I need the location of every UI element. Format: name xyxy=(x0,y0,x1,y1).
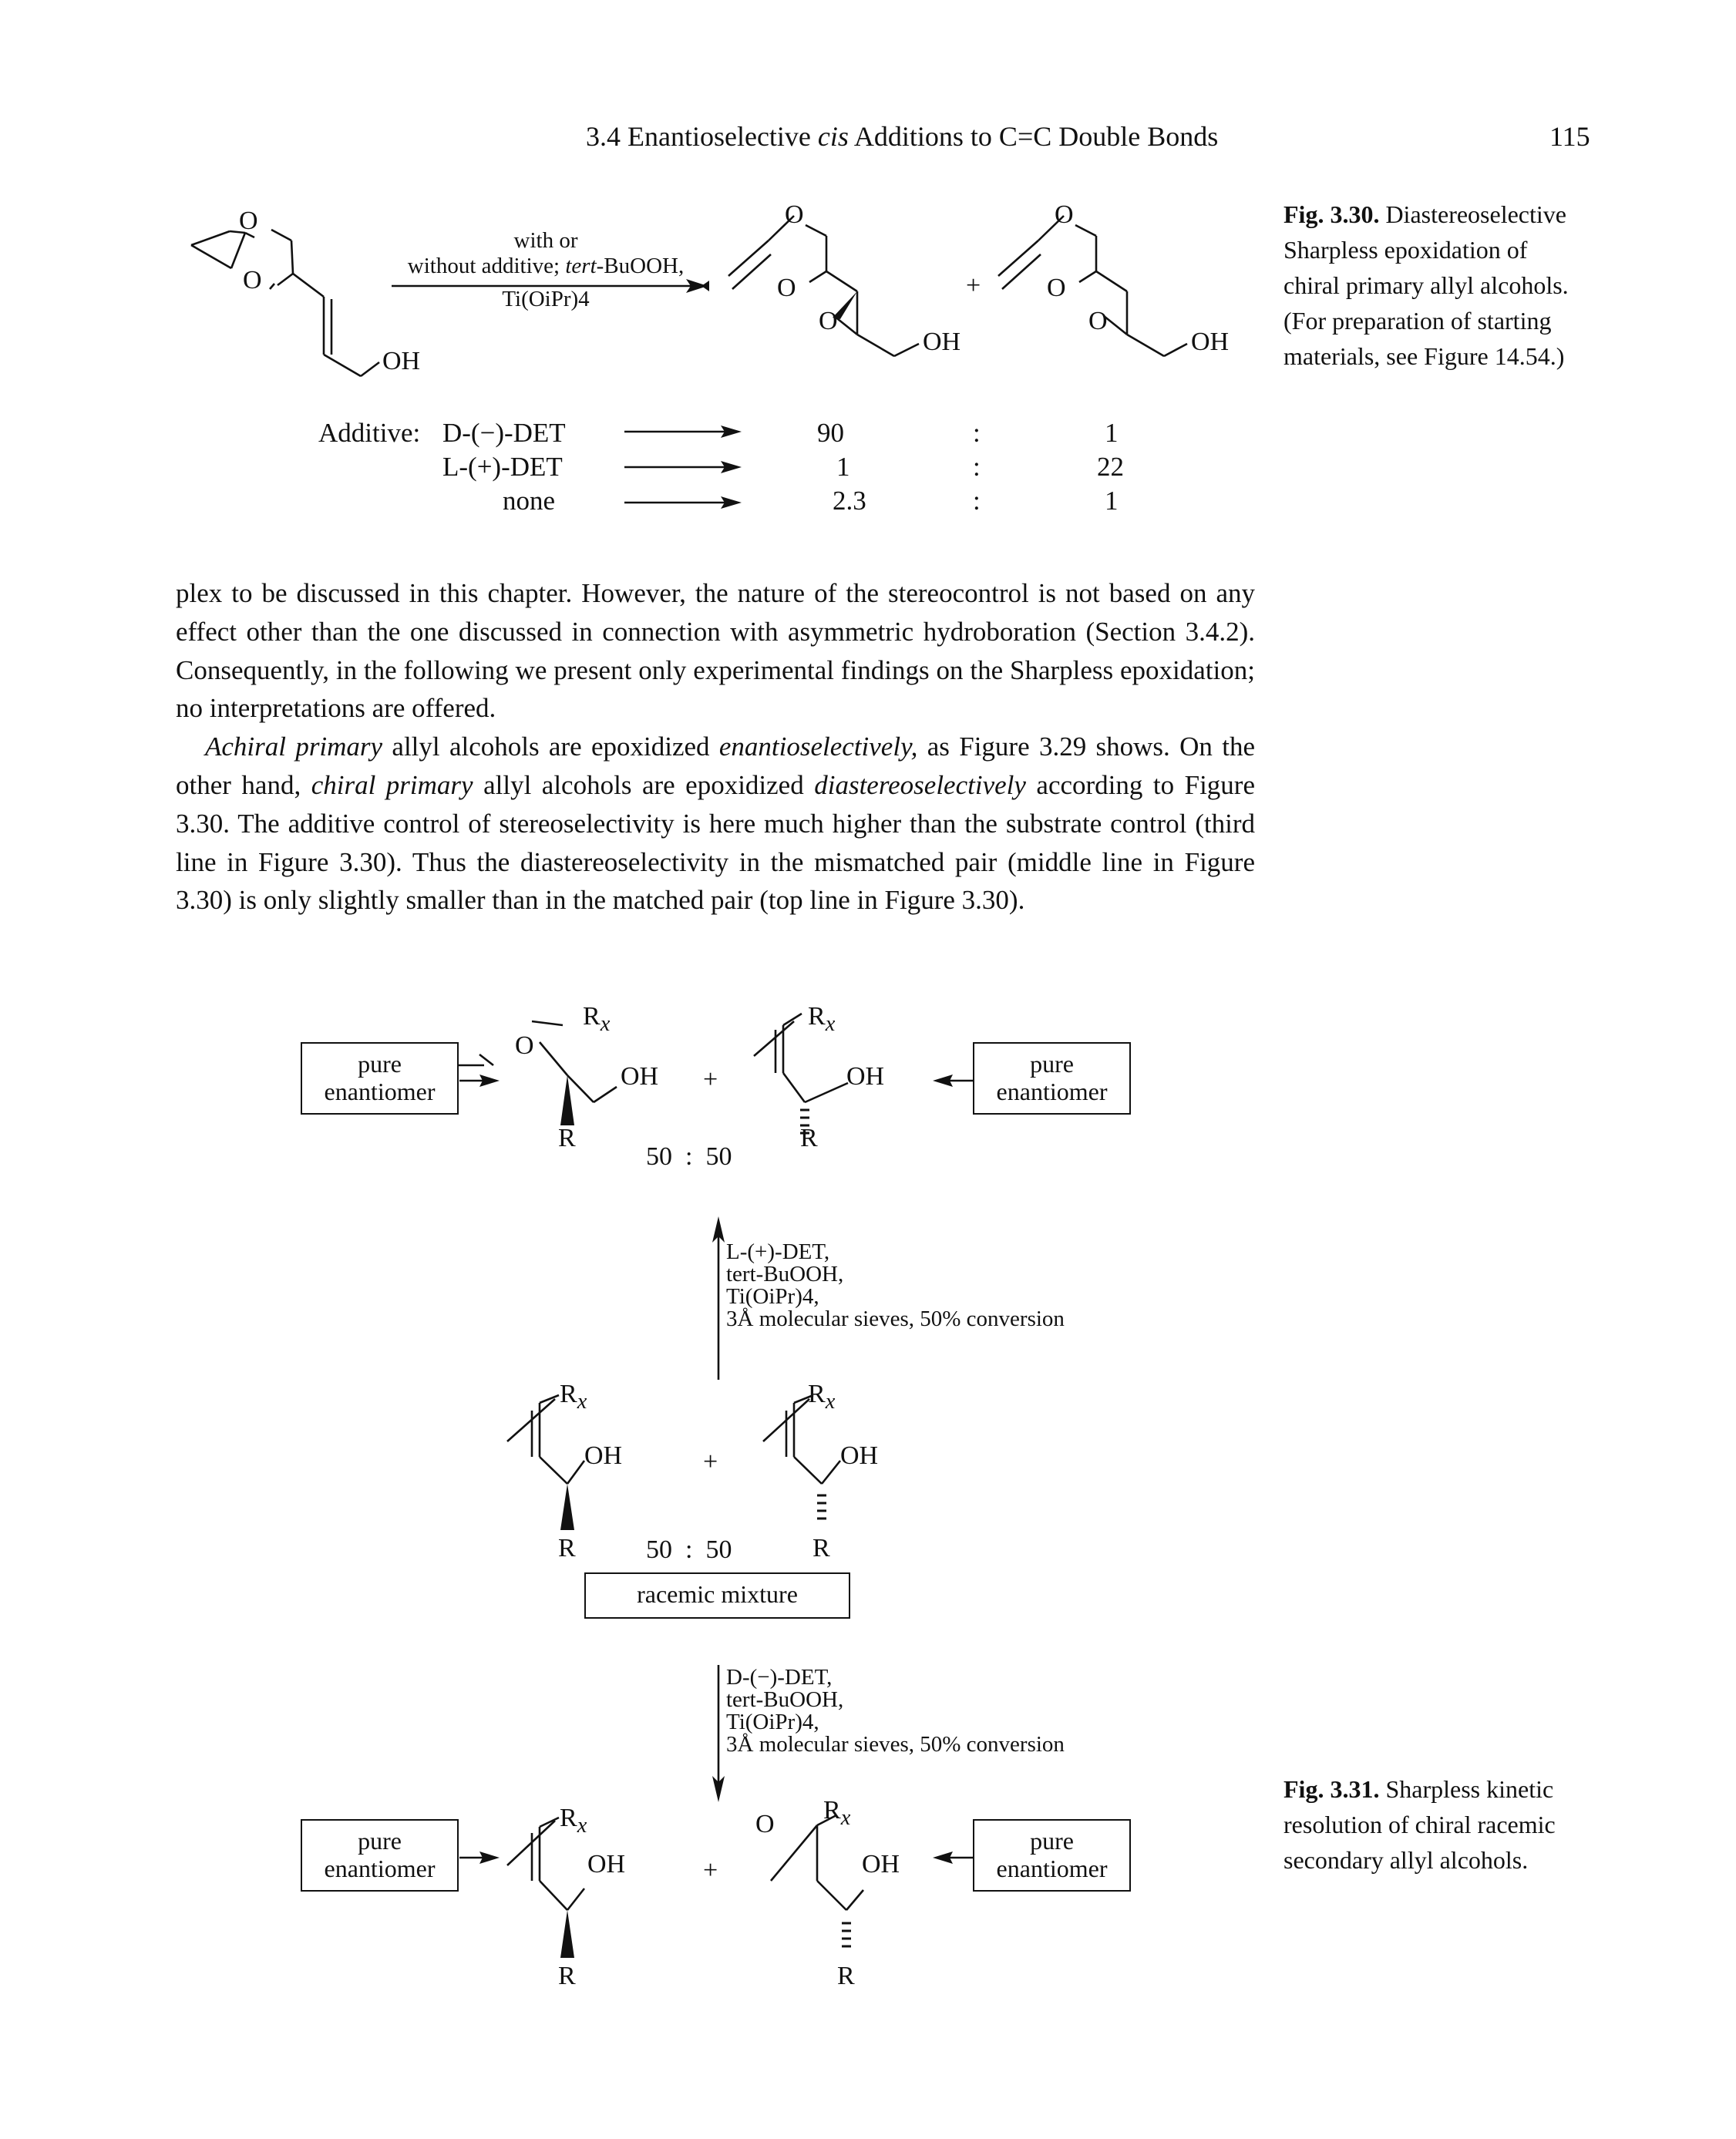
condition-line: D-(−)-DET, xyxy=(726,1665,833,1690)
caption-label: Fig. 3.31. xyxy=(1283,1775,1380,1803)
condition-line: with or xyxy=(513,228,578,253)
additive-row-1-name: D-(−)-DET xyxy=(442,418,566,448)
atom-label: O xyxy=(239,207,258,235)
figure-3-31-scheme xyxy=(447,1012,973,1958)
lower-conditions: D-(−)-DET, tert-BuOOH, Ti(OiPr)4, 3Å mol… xyxy=(726,1666,1065,1756)
atom-label: O xyxy=(1047,274,1066,302)
box-text: enantiomer xyxy=(996,1078,1108,1105)
atom-label: O xyxy=(515,1031,534,1060)
ratio-label: 50 : 50 xyxy=(646,1535,732,1564)
atom-label: R xyxy=(800,1124,818,1152)
atom-label: O xyxy=(777,274,796,302)
condition-line: 3Å molecular sieves, 50% conversion xyxy=(726,1307,1065,1331)
racemic-mixture-box: racemic mixture xyxy=(584,1572,850,1619)
atom-label: R xyxy=(837,1962,855,1990)
ratio-right: 1 xyxy=(1105,486,1119,516)
box-text: enantiomer xyxy=(996,1855,1108,1882)
paragraph: Achiral primary allyl alcohols are epoxi… xyxy=(176,731,1256,916)
condition-line: 3Å molecular sieves, 50% conversion xyxy=(726,1732,1065,1757)
box-text: enantiomer xyxy=(324,1078,436,1105)
additive-label: Additive: xyxy=(318,418,421,448)
atom-label: OH xyxy=(584,1441,623,1470)
condition-line: L-(+)-DET, xyxy=(726,1239,830,1264)
atom-label: O xyxy=(1055,200,1074,229)
atom-label: Rx xyxy=(808,1002,836,1036)
running-header: 3.4 Enantioselective cis Additions to C=… xyxy=(586,120,1218,153)
header-title-italic: cis xyxy=(817,121,849,152)
atom-label: OH xyxy=(587,1850,626,1878)
atom-label: O xyxy=(819,307,838,335)
condition-line: Ti(OiPr)4, xyxy=(726,1710,819,1734)
ratio-right: 22 xyxy=(1097,452,1124,482)
figure-3-30-scheme xyxy=(190,215,1188,509)
ratio-left: 1 xyxy=(836,452,850,482)
ratio-right: 1 xyxy=(1105,418,1119,448)
page-number: 115 xyxy=(1549,121,1590,152)
atom-label: R xyxy=(812,1534,830,1562)
atom-label: Rx xyxy=(560,1804,587,1838)
plus-sign: + xyxy=(703,1856,718,1885)
figure-caption-3-31: Fig. 3.31. Sharpless kinetic resolution … xyxy=(1283,1771,1576,1878)
box-text: pure xyxy=(358,1050,402,1078)
ratio-sep: : xyxy=(973,452,981,482)
condition-line: tert-BuOOH, xyxy=(726,1687,844,1712)
atom-label: R xyxy=(558,1962,576,1990)
atom-label: OH xyxy=(923,328,961,356)
condition-line: Ti(OiPr)4 xyxy=(502,287,590,311)
atom-label: O xyxy=(785,200,804,229)
plus-sign: + xyxy=(703,1448,718,1476)
additive-row-3-name: none xyxy=(503,486,556,516)
reaction-conditions: with or without additive; tert-BuOOH, Ti… xyxy=(392,228,700,312)
header-title-part: 3.4 Enantioselective xyxy=(586,121,818,152)
header-title-part: Additions to C=C Double Bonds xyxy=(848,121,1219,152)
caption-label: Fig. 3.30. xyxy=(1283,200,1380,228)
atom-label: OH xyxy=(621,1062,659,1091)
atom-label: O xyxy=(1088,307,1108,335)
atom-label: OH xyxy=(1191,328,1230,356)
atom-label: O xyxy=(755,1810,775,1838)
atom-label: OH xyxy=(840,1441,879,1470)
atom-label: OH xyxy=(382,347,421,375)
condition-line: tert-BuOOH, xyxy=(726,1262,844,1286)
ratio-left: 90 xyxy=(817,418,844,448)
atom-label: Rx xyxy=(560,1380,587,1414)
atom-label: R xyxy=(558,1534,576,1562)
ratio-left: 2.3 xyxy=(833,486,866,516)
atom-label: Rx xyxy=(823,1796,851,1830)
atom-label: Rx xyxy=(583,1002,611,1036)
box-text: enantiomer xyxy=(324,1855,436,1882)
ratio-label: 50 : 50 xyxy=(646,1142,732,1171)
condition-line: Ti(OiPr)4, xyxy=(726,1284,819,1309)
additive-row-2-name: L-(+)-DET xyxy=(442,452,563,482)
caption-text: Sharpless kinetic resolution of chiral r… xyxy=(1283,1775,1556,1874)
paragraph: plex to be discussed in this chapter. Ho… xyxy=(176,578,1255,724)
condition-line: without additive; tert-BuOOH, xyxy=(407,254,685,278)
atom-label: OH xyxy=(846,1062,885,1091)
ratio-sep: : xyxy=(973,486,981,516)
atom-label: Rx xyxy=(808,1380,836,1414)
caption-text: Diastereoselective Sharpless epoxidation… xyxy=(1283,200,1569,370)
plus-sign: + xyxy=(966,271,981,300)
plus-sign: + xyxy=(703,1065,718,1094)
figure-caption-3-30: Fig. 3.30. Diastereoselective Sharpless … xyxy=(1283,197,1576,374)
body-text: plex to be discussed in this chapter. Ho… xyxy=(176,574,1255,920)
ratio-sep: : xyxy=(973,418,981,448)
box-text: pure xyxy=(1030,1050,1074,1078)
box-text: pure xyxy=(358,1827,402,1855)
atom-label: OH xyxy=(862,1850,900,1878)
upper-conditions: L-(+)-DET, tert-BuOOH, Ti(OiPr)4, 3Å mol… xyxy=(726,1241,1065,1330)
atom-label: R xyxy=(558,1124,576,1152)
box-text: pure xyxy=(1030,1827,1074,1855)
atom-label: O xyxy=(243,266,262,294)
